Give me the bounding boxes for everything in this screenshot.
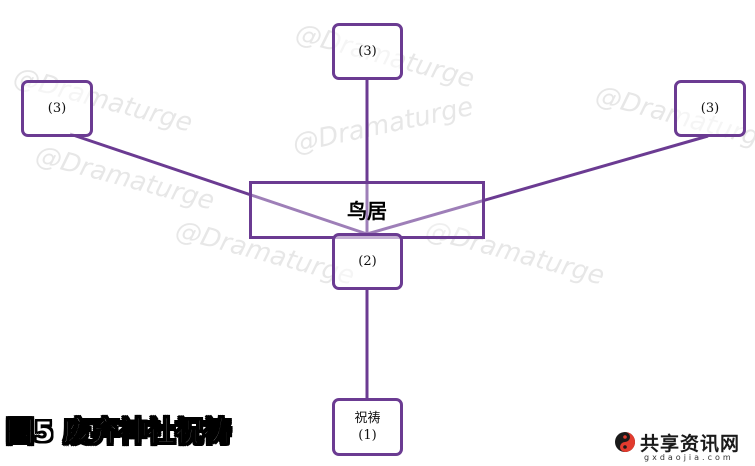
- line-left: [69, 132, 368, 236]
- node-bottom-number: (1): [358, 428, 377, 443]
- node-right-label: (3): [700, 101, 720, 116]
- figure-caption: 图5 废弃神社祝祷: [5, 415, 232, 449]
- node-bottom-title: 祝祷: [354, 411, 381, 426]
- node-bottom: 祝祷 (1): [332, 398, 403, 456]
- node-left: (3): [21, 80, 93, 137]
- logo-domain: gxdaojia.com: [644, 453, 734, 462]
- site-logo: 共享资讯网 gxdaojia.com: [614, 428, 754, 464]
- logo-name: 共享资讯网: [640, 433, 741, 455]
- swirl-logo-icon: [615, 432, 635, 452]
- line-right: [366, 134, 709, 236]
- node-middle-label: (2): [358, 254, 377, 269]
- node-middle: (2): [332, 233, 403, 290]
- node-top: (3): [332, 23, 403, 80]
- torii-label: 鸟居: [347, 198, 387, 223]
- node-right: (3): [674, 80, 746, 137]
- node-left-label: (3): [47, 101, 67, 116]
- torii-box: 鸟居: [249, 181, 485, 239]
- node-top-label: (3): [358, 44, 377, 59]
